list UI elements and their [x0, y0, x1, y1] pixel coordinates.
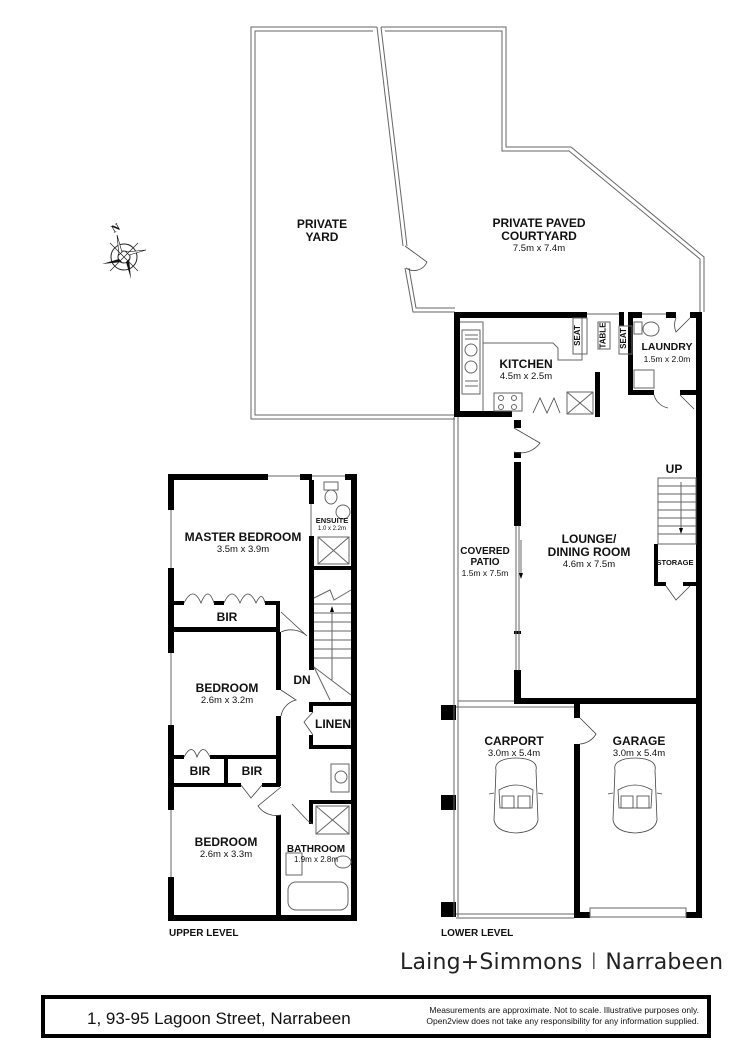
svg-text:N: N — [110, 221, 123, 235]
agency-brand: Laing+Simmons I Narrabeen — [400, 950, 723, 975]
upper-level-doors — [183, 504, 314, 825]
brand-separator: I — [590, 950, 598, 975]
table-label: TABLE — [598, 322, 608, 349]
seat-label-1: SEAT — [572, 325, 582, 346]
car-icon-carport — [488, 757, 544, 834]
address-footer: 1, 93-95 Lagoon Street, Narrabeen Measur… — [41, 995, 711, 1038]
room-label-laundry: LAUNDRY 1.5m x 2.0m — [641, 341, 693, 364]
room-label-master-bedroom: MASTER BEDROOM 3.5m x 3.9m — [184, 530, 302, 556]
room-label-bedroom-2: BEDROOM 2.6m x 3.2m — [195, 681, 259, 707]
lower-level-doors — [513, 317, 695, 745]
room-label-bir-master: BIR — [216, 610, 238, 624]
room-label-garage: GARAGE 3.0m x 5.4m — [612, 734, 666, 760]
disclaimer-line-2: Open2view does not take any responsibili… — [426, 1016, 699, 1027]
room-label-courtyard: PRIVATE PAVED COURTYARD 7.5m x 7.4m — [492, 216, 586, 255]
stairs-down-label: DN — [293, 673, 311, 687]
stairs-up-label: UP — [665, 462, 683, 476]
room-label-lounge-dining: LOUNGE/ DINING ROOM 4.6m x 7.5m — [547, 532, 631, 571]
seat-label-2: SEAT — [618, 328, 628, 349]
property-address: 1, 93-95 Lagoon Street, Narrabeen — [87, 1009, 351, 1028]
room-label-bedroom-3: BEDROOM 2.6m x 3.3m — [194, 835, 258, 861]
lower-level-title: LOWER LEVEL — [441, 928, 514, 939]
gate-door-swing — [404, 245, 428, 271]
compass-icon: N — [102, 221, 147, 279]
room-label-ensuite: ENSUITE 1.0 x 2.2m — [315, 516, 349, 533]
upper-level-thin-lines — [170, 475, 352, 911]
lower-level-walls — [441, 312, 702, 918]
disclaimer: Measurements are approximate. Not to sca… — [426, 1005, 699, 1028]
outdoor-boundaries — [250, 26, 705, 420]
room-label-linen: LINEN — [315, 717, 351, 731]
upper-level-title: UPPER LEVEL — [169, 928, 239, 939]
disclaimer-line-1: Measurements are approximate. Not to sca… — [429, 1005, 699, 1015]
room-label-private-yard: PRIVATE YARD — [296, 217, 348, 245]
brand-name: Laing+Simmons — [400, 950, 583, 975]
stair-arrows — [330, 528, 683, 612]
room-label-bir-3: BIR — [241, 764, 263, 778]
room-label-carport: CARPORT 3.0m x 5.4m — [484, 734, 544, 760]
upper-level-walls — [168, 474, 357, 921]
room-label-storage: STORAGE — [656, 558, 694, 567]
lower-level-thin-lines — [453, 313, 697, 919]
room-label-kitchen: KITCHEN 4.5m x 2.5m — [499, 357, 553, 383]
room-label-bathroom: BATHROOM 1.9m x 2.8m — [286, 844, 346, 864]
room-label-bir-2: BIR — [189, 764, 211, 778]
car-icon-garage — [607, 757, 663, 834]
brand-office: Narrabeen — [605, 950, 724, 975]
room-label-covered-patio: COVERED PATIO 1.5m x 7.5m — [460, 546, 510, 578]
